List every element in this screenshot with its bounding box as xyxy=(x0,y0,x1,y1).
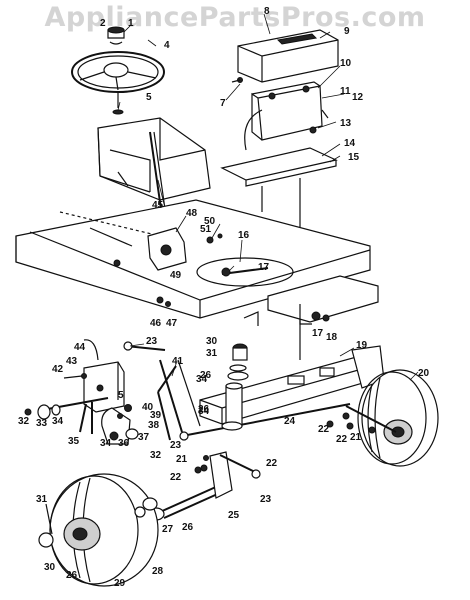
watermark: AppliancePartsPros.com xyxy=(44,2,426,33)
part-label-41: 41 xyxy=(172,356,184,367)
part-label-13: 13 xyxy=(340,118,352,129)
part-label-35: 35 xyxy=(68,436,80,447)
part-label-16: 16 xyxy=(238,230,250,241)
part-label-19: 19 xyxy=(356,340,368,351)
part-label-22b: 22 xyxy=(266,458,278,469)
part-label-38: 38 xyxy=(148,420,160,431)
part-label-36: 36 xyxy=(118,438,130,449)
part-label-34c: 34 xyxy=(198,406,210,417)
part-label-29: 29 xyxy=(114,578,126,589)
steering-gear xyxy=(147,227,223,307)
part-label-22c: 22 xyxy=(318,424,330,435)
part-label-26b: 26 xyxy=(198,404,210,415)
battery-assembly xyxy=(220,29,339,360)
part-label-42: 42 xyxy=(52,364,64,375)
part-label-18: 18 xyxy=(326,332,338,343)
leader-lines xyxy=(117,13,419,381)
part-label-12: 12 xyxy=(352,92,364,103)
part-label-27: 27 xyxy=(162,524,174,535)
part-label-37: 37 xyxy=(138,432,150,443)
part-label-8: 8 xyxy=(264,6,270,17)
left-front-wheel xyxy=(38,473,159,587)
part-label-31: 31 xyxy=(206,348,218,359)
part-label-2: 2 xyxy=(100,18,106,29)
part-label-21: 21 xyxy=(176,454,188,465)
right-front-wheel xyxy=(326,369,439,467)
part-label-50: 50 xyxy=(204,216,216,227)
part-label-26c: 26 xyxy=(182,522,194,533)
hardware xyxy=(24,311,330,518)
part-label-34b: 34 xyxy=(196,374,208,385)
part-label-48: 48 xyxy=(186,208,198,219)
part-label-14: 14 xyxy=(344,138,356,149)
steering-wheel xyxy=(71,26,165,115)
part-label-11: 11 xyxy=(340,86,351,97)
part-label-15: 15 xyxy=(348,152,360,163)
center-spindle xyxy=(221,343,249,431)
part-label-1: 1 xyxy=(128,18,134,29)
part-label-21b: 21 xyxy=(350,432,362,443)
part-label-17: 17 xyxy=(258,262,270,273)
part-label-5b: 5 xyxy=(118,390,124,401)
part-label-7: 7 xyxy=(220,98,226,109)
part-label-32: 32 xyxy=(18,416,30,427)
part-label-49: 49 xyxy=(170,270,182,281)
part-label-9: 9 xyxy=(344,26,350,37)
part-label-47: 47 xyxy=(166,318,178,329)
part-label-31b: 31 xyxy=(36,494,48,505)
left-spindle xyxy=(147,451,261,521)
main-frame xyxy=(15,199,379,326)
part-label-26d: 26 xyxy=(66,570,78,581)
part-label-30b: 30 xyxy=(44,562,56,573)
part-label-22: 22 xyxy=(170,472,182,483)
drag-link xyxy=(123,341,351,441)
part-label-17b: 17 xyxy=(312,328,324,339)
part-label-26: 26 xyxy=(200,370,212,381)
part-label-33: 33 xyxy=(36,418,48,429)
part-label-28: 28 xyxy=(152,566,164,577)
part-label-39: 39 xyxy=(150,410,162,421)
part-label-44: 44 xyxy=(74,342,86,353)
part-label-40: 40 xyxy=(142,402,154,413)
steering-gear-left xyxy=(37,339,139,445)
part-label-45: 45 xyxy=(152,200,164,211)
part-label-4: 4 xyxy=(164,40,170,51)
part-label-30: 30 xyxy=(206,336,218,347)
part-label-10: 10 xyxy=(340,58,352,69)
part-label-25: 25 xyxy=(228,510,240,521)
part-label-32b: 32 xyxy=(150,450,162,461)
steering-rod xyxy=(157,365,177,441)
part-label-34: 34 xyxy=(52,416,64,427)
part-label-22d: 22 xyxy=(336,434,348,445)
part-labels: 1 2 4 5 7 8 9 10 11 12 13 14 15 16 17 17… xyxy=(18,6,430,589)
part-label-46: 46 xyxy=(150,318,162,329)
part-label-51: 51 xyxy=(200,224,212,235)
part-label-23c: 23 xyxy=(260,494,272,505)
part-label-34d: 34 xyxy=(100,438,112,449)
part-label-5: 5 xyxy=(146,92,152,103)
part-label-43: 43 xyxy=(66,356,78,367)
part-label-23b: 23 xyxy=(170,440,182,451)
part-label-24: 24 xyxy=(284,416,296,427)
part-label-20: 20 xyxy=(418,368,430,379)
part-label-23: 23 xyxy=(146,336,158,347)
